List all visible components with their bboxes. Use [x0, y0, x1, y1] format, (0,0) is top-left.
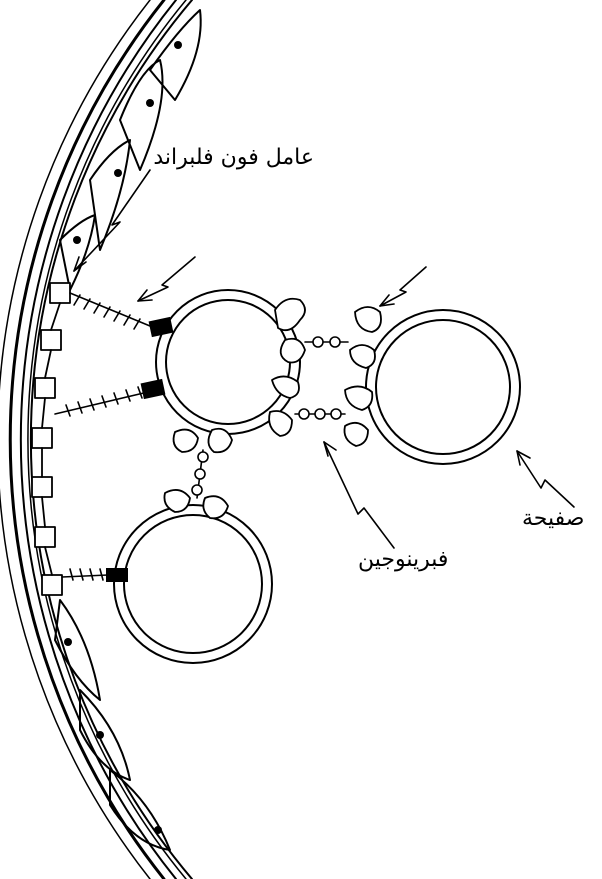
endothelial-cells-bottom [54, 599, 171, 851]
platelet-label: صفيحة [522, 506, 585, 531]
von-willebrand-factor-label: عامل فون فلبراند [153, 145, 314, 170]
pointer-center-platelet [137, 256, 196, 302]
pointer-platelet [516, 450, 575, 508]
collagen-links [41, 302, 61, 576]
receptor-blobs [163, 297, 382, 520]
vessel-wall [0, 0, 193, 879]
platelet-right [365, 309, 521, 465]
pointer-right-platelet [379, 266, 427, 307]
endothelial-cells-top [59, 9, 202, 291]
vwf-bridge-3 [61, 568, 109, 581]
fibrinogen-bridge-middle [294, 408, 346, 420]
platelet-receptors [106, 316, 174, 582]
endothelial-nuclei-top [73, 41, 182, 244]
endothelial-nuclei-bottom [64, 638, 162, 834]
fibrinogen-bridge-vertical [191, 449, 209, 499]
vwf-bridge-2 [54, 386, 149, 417]
pointer-vwf [73, 169, 151, 272]
platelet-bottom [113, 504, 273, 664]
vwf-bridge-1 [69, 292, 151, 330]
fibrinogen-bridge-top [304, 336, 349, 348]
pointer-fibrinogen [323, 441, 395, 549]
fibrinogen-label: فبرينوجين [358, 547, 449, 572]
